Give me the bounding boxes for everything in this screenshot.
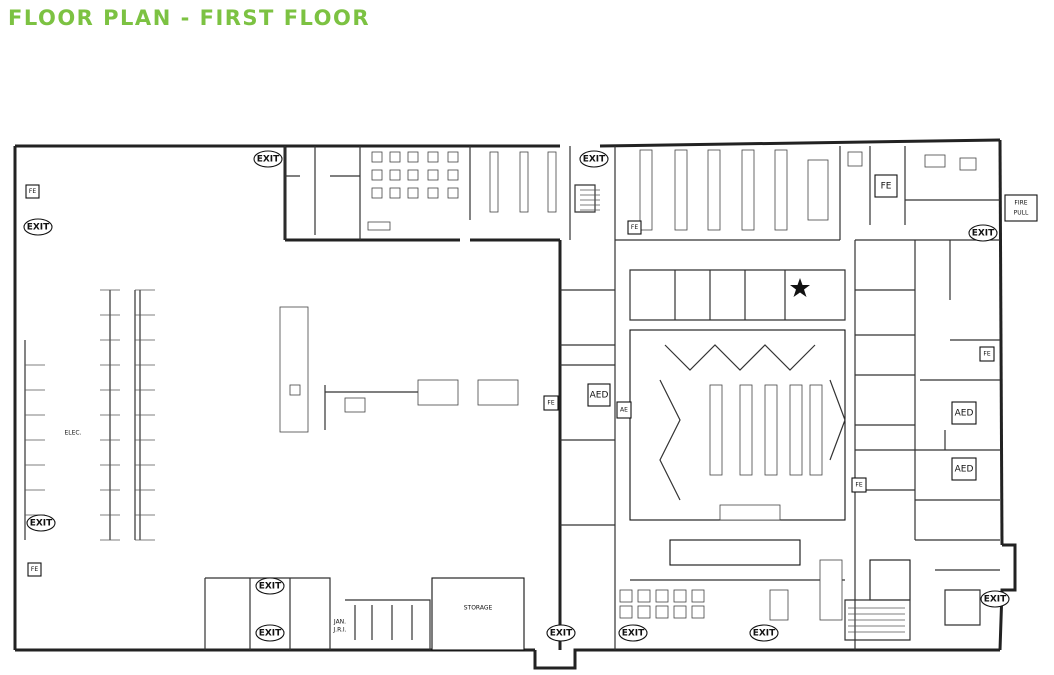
svg-text:EXIT: EXIT [259, 582, 282, 592]
svg-text:JAN.: JAN. [333, 619, 346, 626]
page-title: FLOOR PLAN - FIRST FLOOR [8, 6, 371, 30]
fire-extinguisher-marker: FE [874, 174, 898, 198]
svg-text:EXIT: EXIT [583, 155, 606, 165]
exit-sign: EXIT [255, 577, 285, 595]
svg-text:FE: FE [547, 400, 554, 407]
svg-text:PULL: PULL [1014, 210, 1029, 217]
bottom-rooms [204, 577, 525, 651]
top-right-office [614, 146, 1000, 241]
svg-text:FE: FE [29, 188, 36, 195]
svg-text:EXIT: EXIT [30, 519, 53, 529]
svg-text:FE: FE [31, 566, 38, 573]
fire-extinguisher-marker: FE [25, 184, 40, 199]
exit-sign: EXIT [749, 624, 779, 642]
svg-text:AE: AE [620, 407, 628, 414]
exit-sign: EXIT [618, 624, 648, 642]
fire-pull-station: FIRE PULL [1004, 194, 1038, 222]
svg-text:EXIT: EXIT [259, 629, 282, 639]
star-icon [790, 278, 810, 297]
exit-sign: EXIT [23, 218, 53, 236]
svg-text:STORAGE: STORAGE [464, 605, 493, 612]
fire-extinguisher-marker: FE [27, 562, 42, 577]
svg-text:FIRE: FIRE [1014, 200, 1027, 207]
svg-text:J.R.I.: J.R.I. [332, 627, 346, 634]
ae-marker: AE [616, 401, 632, 419]
svg-text:EXIT: EXIT [257, 155, 280, 165]
svg-text:ELEC.: ELEC. [64, 430, 81, 437]
aed-marker: AED [951, 457, 977, 481]
exit-sign: EXIT [546, 624, 576, 642]
svg-text:EXIT: EXIT [27, 223, 50, 233]
svg-text:FE: FE [855, 482, 862, 489]
exit-sign: EXIT [253, 150, 283, 168]
fire-extinguisher-marker: FE [627, 220, 642, 235]
exit-sign: EXIT [968, 224, 998, 242]
svg-text:AED: AED [590, 391, 609, 401]
warehouse-racks [24, 289, 519, 541]
svg-text:EXIT: EXIT [984, 595, 1007, 605]
svg-text:EXIT: EXIT [972, 229, 995, 239]
exit-sign: EXIT [26, 514, 56, 532]
storage-label: STORAGE [464, 605, 493, 612]
exit-sign: EXIT [255, 624, 285, 642]
svg-text:FE: FE [983, 351, 990, 358]
svg-text:AED: AED [955, 465, 974, 475]
svg-text:EXIT: EXIT [550, 629, 573, 639]
right-offices [844, 239, 1000, 650]
stairs [580, 189, 905, 633]
svg-text:FE: FE [881, 182, 892, 192]
svg-text:FE: FE [631, 224, 638, 231]
fire-extinguisher-marker: FE [979, 346, 995, 362]
exit-sign: EXIT [579, 150, 609, 168]
aed-marker: AED [587, 383, 611, 407]
aed-marker: AED [951, 401, 977, 425]
fire-extinguisher-marker: FE [543, 395, 559, 411]
top-left-rooms [284, 146, 596, 240]
svg-text:EXIT: EXIT [753, 629, 776, 639]
middle-rooms [560, 240, 846, 650]
svg-text:EXIT: EXIT [622, 629, 645, 639]
janitor-label: JAN. J.R.I. [332, 619, 346, 634]
elec-label: ELEC. [64, 430, 81, 437]
fire-extinguisher-marker: FE [851, 477, 867, 493]
exit-sign: EXIT [980, 590, 1010, 608]
svg-text:AED: AED [955, 409, 974, 419]
